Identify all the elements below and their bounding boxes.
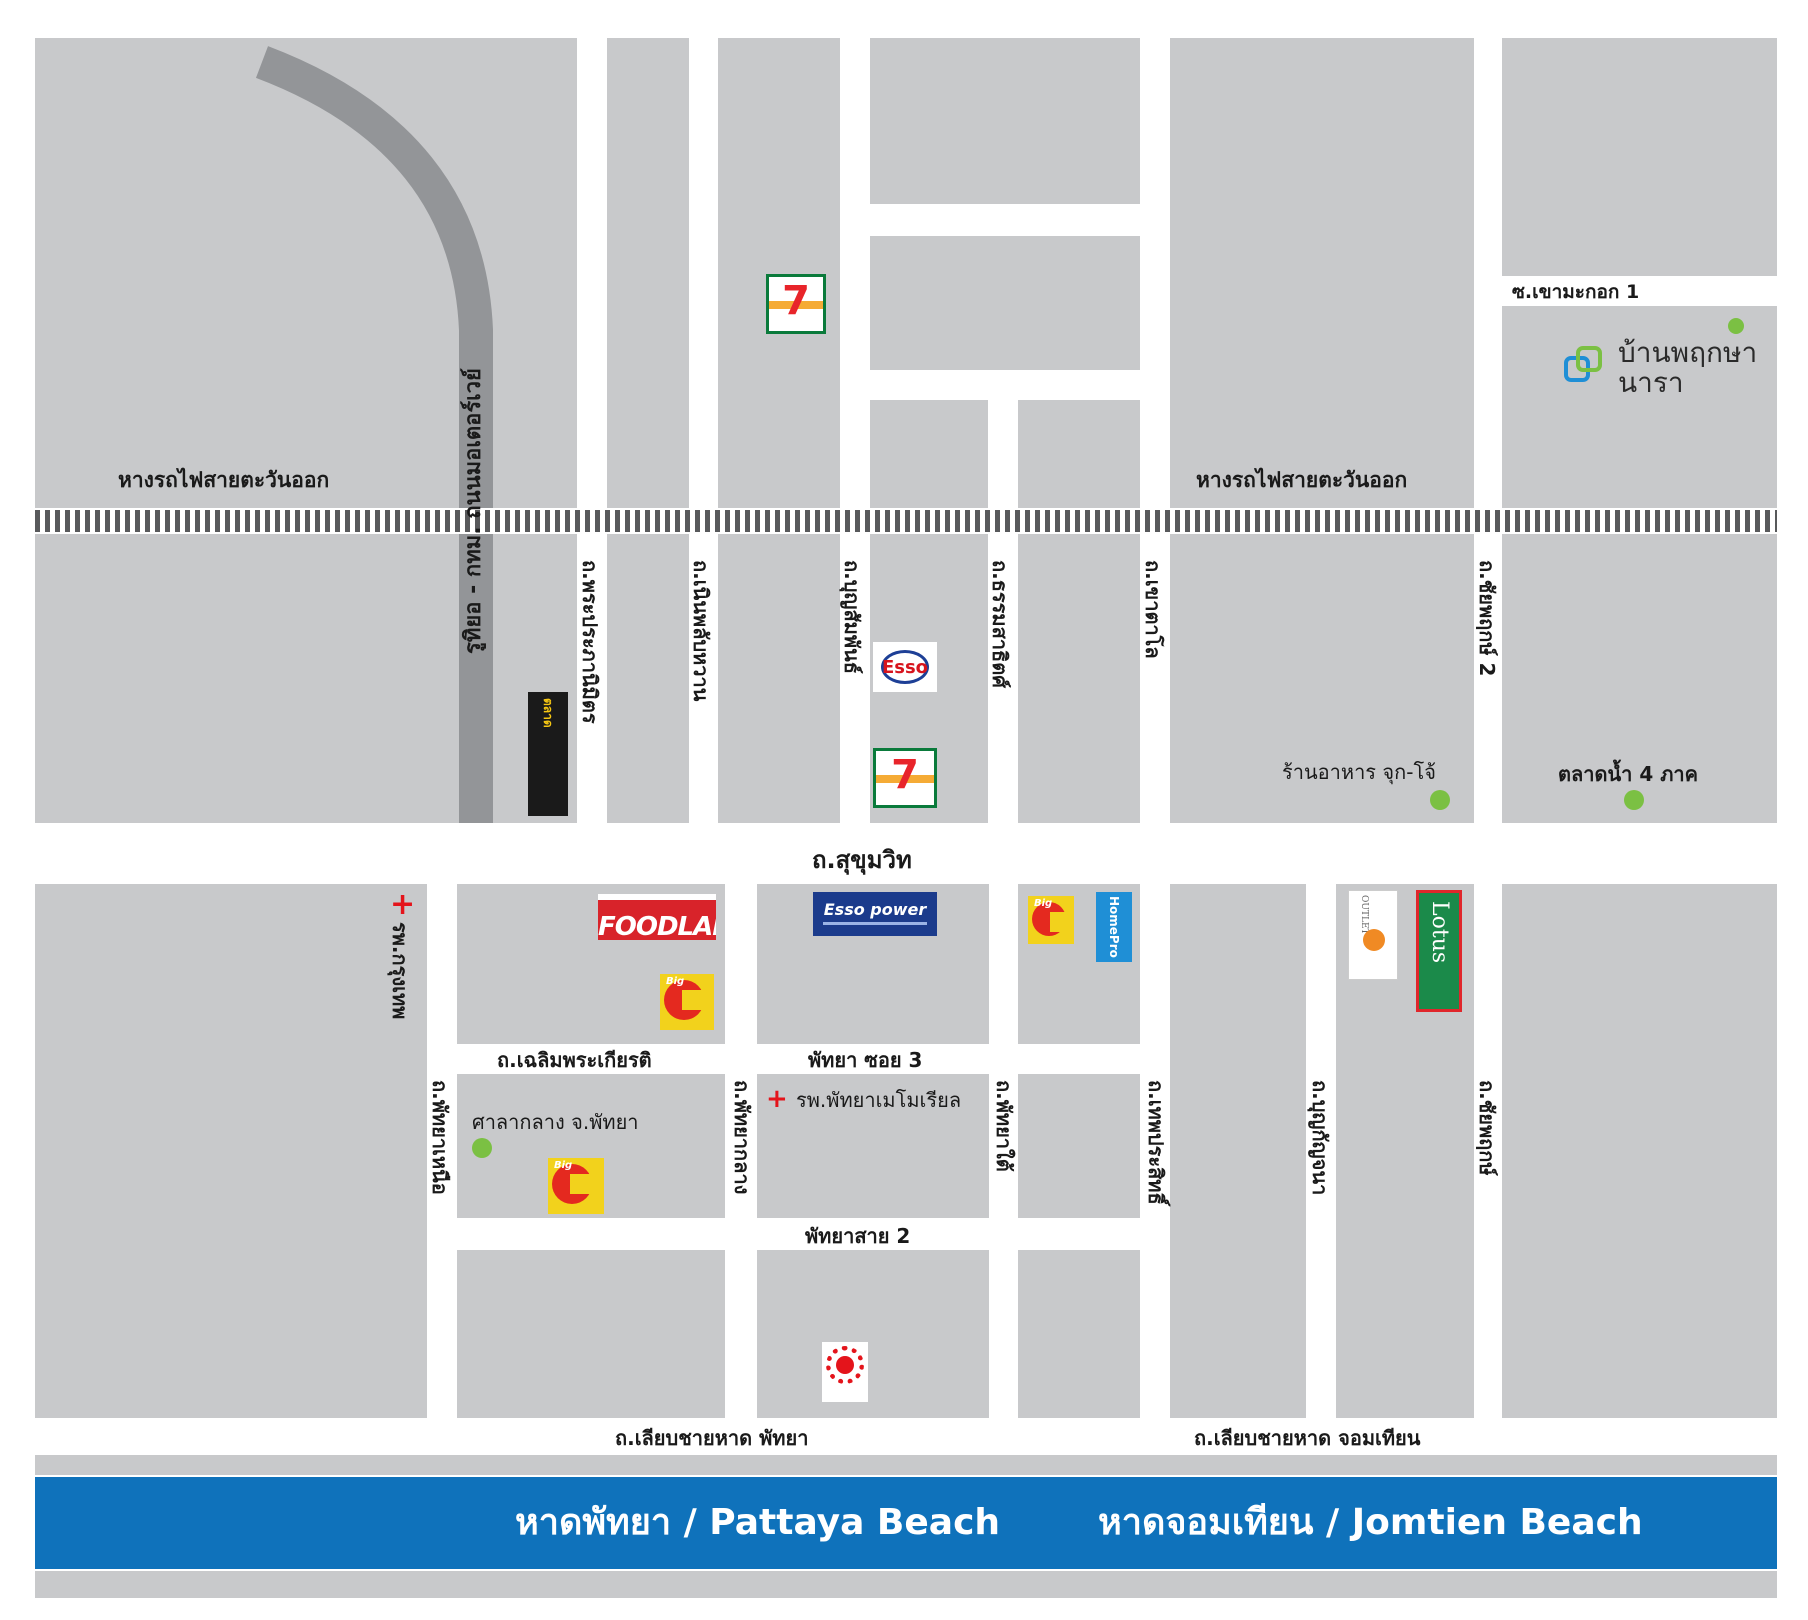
pattaya-klang-road-label: ถ.พัทยากลาง xyxy=(730,1080,754,1195)
seven-eleven-logo-icon: 7 xyxy=(766,274,826,334)
jukjo-label: ร้านอาหาร จุก-โจ้ xyxy=(1282,760,1436,784)
sand-strip xyxy=(35,1455,1777,1475)
thepprasit-road-label: ถ.เทพประสิทธิ์ xyxy=(1144,1080,1168,1205)
bottom-strip xyxy=(35,1571,1777,1598)
big-c-logo-icon: Big xyxy=(660,974,714,1030)
foodland-logo-icon: FOODLAND xyxy=(598,894,716,940)
esso-power-logo-icon: Esso power xyxy=(813,892,937,936)
block xyxy=(757,1074,989,1218)
block xyxy=(607,38,689,823)
pattaya-nuea-road-label: ถ.พัทยาเหนือ xyxy=(428,1080,452,1195)
block xyxy=(35,38,577,823)
homepro-logo-icon: HomePro xyxy=(1096,892,1132,962)
pattaya-beach-label: หาดพัทยา / Pattaya Beach xyxy=(515,1502,1001,1543)
lower-blocks xyxy=(35,884,1777,1418)
hospital-bangkok-label: รพ.กรุงเทพ xyxy=(388,922,412,1020)
bunsamphan-road-label: ถ.บุญสัมพันธ์ xyxy=(840,560,864,674)
motorway xyxy=(255,46,493,823)
jomtien-beach-label: หาดจอมเทียน / Jomtien Beach xyxy=(1098,1502,1643,1543)
pattaya-memorial-label: รพ.พัทยาเมโมเรียล xyxy=(796,1088,962,1112)
block xyxy=(1018,1250,1140,1418)
noenphlapwan-road-label: ถ.เนินพลับหวาน xyxy=(689,560,713,702)
block xyxy=(1502,306,1777,823)
pattaya-soi3-label: พัทยา ซอย 3 xyxy=(808,1048,923,1072)
city-hall-label: ศาลากลาง จ.พัทยา xyxy=(472,1110,639,1134)
chaiyaphruek2-road-label: ถ.ชัยพฤกษ์ 2 xyxy=(1475,560,1499,677)
outlet-mall-logo-icon: OUTLET xyxy=(1348,890,1398,980)
floating-market-label: ตลาดน้ำ 4 ภาค xyxy=(1558,762,1698,786)
block xyxy=(718,38,840,823)
block xyxy=(35,884,427,1418)
block xyxy=(870,236,1140,370)
motorway-label: รูทิยอ - กทม. ถนนมอเตอร์เวย์ xyxy=(461,368,486,654)
block xyxy=(1170,884,1306,1418)
praksa-nara-label: บ้านพฤกษา นารา xyxy=(1618,336,1758,399)
seven-eleven-logo-icon: 7 xyxy=(873,748,937,808)
block xyxy=(1502,38,1777,276)
sea-band xyxy=(35,1477,1777,1569)
tesco-talad-logo-icon: ตลาด xyxy=(528,692,568,816)
railway-label-left: หางรถไฟสายตะวันออก xyxy=(118,468,330,492)
pattaya-sai2-label: พัทยาสาย 2 xyxy=(805,1224,911,1248)
thammasadit-road-label: ถ.ธรรมสาธิตศ์ xyxy=(988,560,1012,688)
block xyxy=(1170,38,1474,823)
block xyxy=(457,1250,725,1418)
bunkanchana-road-label: ถ.บุญกัญจนา xyxy=(1308,1080,1332,1196)
khaotalo-road-label: ถ.เขาตาโล xyxy=(1141,560,1165,659)
jukjo-marker-dot xyxy=(1430,790,1450,810)
pattaya-tai-road-label: ถ.พัทยาใต้ xyxy=(992,1080,1016,1172)
hospital-cross-icon: + xyxy=(766,1084,788,1114)
beach-road-jomtien-label: ถ.เลียบชายหาด จอมเทียน xyxy=(1194,1426,1421,1450)
big-c-logo-icon: Big xyxy=(1028,896,1074,944)
hospital-cross-icon: + xyxy=(390,887,416,922)
block xyxy=(757,1250,989,1418)
marker-dot xyxy=(1728,318,1744,334)
upper-blocks xyxy=(35,38,1777,823)
esso-logo-icon: Esso xyxy=(873,642,937,692)
railway-label-right: หางรถไฟสายตะวันออก xyxy=(1196,468,1408,492)
block xyxy=(1502,884,1777,1418)
lotus-logo-icon: Lotus xyxy=(1416,890,1462,1012)
block xyxy=(1018,1074,1140,1218)
sukhumvit-road-label: ถ.สุขุมวิท xyxy=(812,846,912,874)
chaiyaphruek-road-label: ถ.ชัยพฤกษ์ xyxy=(1475,1080,1499,1176)
soi-khaomakok-label: ซ.เขามะกอก 1 xyxy=(1512,281,1640,303)
big-c-logo-icon: Big xyxy=(548,1158,604,1214)
beach-road-pattaya-label: ถ.เลียบชายหาด พัทยา xyxy=(615,1426,809,1450)
block xyxy=(1018,400,1140,823)
phraprakanimit-road-label: ถ.พระประภานิมิตร xyxy=(578,560,602,724)
chaloemphrakiat-road-label: ถ.เฉลิมพระเกียรติ xyxy=(497,1048,652,1072)
block xyxy=(870,38,1140,204)
city-hall-marker-dot xyxy=(472,1138,492,1158)
siam-logo-icon xyxy=(822,1342,868,1402)
floating-market-marker-dot xyxy=(1624,790,1644,810)
